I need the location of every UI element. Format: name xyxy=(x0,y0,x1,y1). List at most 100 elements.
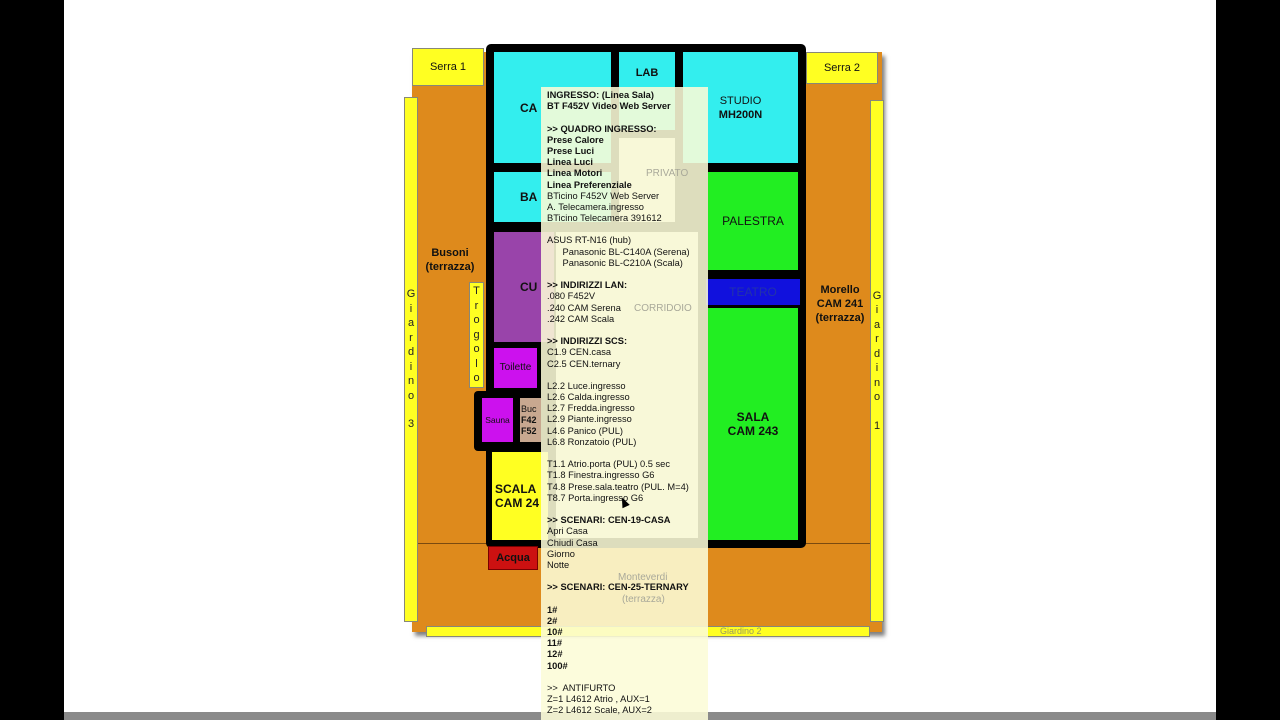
letter: o xyxy=(473,343,480,356)
tooltip-line: Chiudi Casa xyxy=(547,537,598,548)
tooltip-line: C2.5 CEN.ternary xyxy=(547,358,621,369)
tooltip-line: ASUS RT-N16 (hub) xyxy=(547,235,632,246)
label: (terrazza) xyxy=(425,261,475,273)
room-sauna[interactable]: Sauna xyxy=(482,398,513,442)
letter: d xyxy=(873,347,881,360)
tooltip-line: 100# xyxy=(547,660,568,671)
label: CAM 243 xyxy=(727,424,779,438)
serra-1[interactable]: Serra 1 xyxy=(412,48,484,86)
tooltip-line: T4.8 Prese.sala.teatro (PUL. M=4) xyxy=(547,481,689,492)
tooltip-line: >> INDIRIZZI LAN: xyxy=(547,280,628,291)
label: SALA xyxy=(736,410,770,424)
monteverdi-terrazza-label: (terrazza) xyxy=(622,594,665,605)
label: CAM 241 xyxy=(816,298,864,310)
busoni-terrazza[interactable]: Busoni (terrazza) xyxy=(418,245,482,275)
tooltip-line: Panasonic BL-C210A (Scala) xyxy=(547,257,683,268)
tooltip-line: Prese Calore xyxy=(547,134,604,145)
label: Busoni xyxy=(431,247,469,259)
label: CA xyxy=(520,100,538,115)
tooltip-line: T1.1 Atrio.porta (PUL) 0.5 sec xyxy=(547,459,670,470)
label: SCALA xyxy=(495,482,537,496)
letter: a xyxy=(407,317,415,330)
letter: l xyxy=(475,357,478,370)
tooltip-line: Linea Motori xyxy=(547,168,603,179)
label: Morello xyxy=(820,284,860,296)
tooltip-line xyxy=(547,325,708,336)
tooltip-line: L2.2 Luce.ingresso xyxy=(547,380,626,391)
tooltip-line: >> SCENARI: CEN-19-CASA xyxy=(547,515,671,526)
tooltip-line: L2.7 Fredda.ingresso xyxy=(547,403,635,414)
room-toilette[interactable]: Toilette xyxy=(494,348,537,388)
tooltip-line: Linea Luci xyxy=(547,157,593,168)
tooltip-line: .240 CAM Serena xyxy=(547,302,621,313)
tooltip-line: Giorno xyxy=(547,548,575,559)
letter: T xyxy=(473,285,480,298)
tooltip-line: L2.9 Piante.ingresso xyxy=(547,414,632,425)
letter: n xyxy=(407,375,415,388)
tooltip-line: T1.8 Finestra.ingresso G6 xyxy=(547,470,655,481)
room-palestra[interactable]: PALESTRA xyxy=(708,172,798,270)
tooltip-line xyxy=(547,224,708,235)
letter: i xyxy=(875,362,879,375)
label: BA xyxy=(520,190,538,204)
tooltip-line: T8.7 Porta.ingresso G6 xyxy=(547,492,644,503)
tooltip-line: INGRESSO: (Linea Sala) xyxy=(547,90,654,100)
label: STUDIO xyxy=(719,94,762,107)
label: CU xyxy=(520,280,538,294)
label: MH200N xyxy=(718,108,763,121)
letter: G xyxy=(872,289,882,302)
tooltip-line: L4.6 Panico (PUL) xyxy=(547,425,623,436)
tooltip-line xyxy=(547,672,708,683)
serra-2[interactable]: Serra 2 xyxy=(806,52,878,84)
tooltip-line: BT F452V Video Web Server xyxy=(547,101,671,112)
tooltip-line xyxy=(547,370,708,381)
label: Buc xyxy=(521,403,537,414)
giardino-2-label: Giardino 2 xyxy=(720,626,762,636)
tooltip-line: 2# xyxy=(547,615,558,626)
tooltip-line: >> SCENARI: CEN-25-TERNARY xyxy=(547,582,689,593)
letter: n xyxy=(873,376,881,389)
tooltip-line: 12# xyxy=(547,649,563,660)
letter: i xyxy=(875,304,879,317)
tooltip-line: >> INDIRIZZI SCS: xyxy=(547,336,628,347)
tooltip-line xyxy=(547,112,708,123)
tooltip-line: Panasonic BL-C140A (Serena) xyxy=(547,246,690,257)
letter: r xyxy=(474,299,479,312)
letter: r xyxy=(875,333,879,346)
tooltip-line: Linea Preferenziale xyxy=(547,179,632,190)
letter: r xyxy=(409,331,413,344)
privato-label: PRIVATO xyxy=(646,168,689,179)
tooltip-line: .242 CAM Scala xyxy=(547,313,615,324)
letter: d xyxy=(407,346,415,359)
tooltip-line: Apri Casa xyxy=(547,526,588,537)
tooltip-line: A. Telecamera.ingresso xyxy=(547,201,644,212)
tooltip-line: Prese Luci xyxy=(547,145,595,156)
letter: o xyxy=(473,314,480,327)
tooltip-line: BTicino F452V Web Server xyxy=(547,190,660,201)
letter: a xyxy=(873,318,881,331)
tooltip-line xyxy=(547,448,708,459)
letter: 1 xyxy=(873,419,881,432)
tooltip-line: >> ANTIFURTO xyxy=(547,682,616,693)
letter: i xyxy=(409,360,413,373)
room-acqua[interactable]: Acqua xyxy=(488,546,538,570)
tooltip-line: Z=2 L4612 Scale, AUX=2 xyxy=(547,705,652,716)
info-tooltip: INGRESSO: (Linea Sala)BT F452V Video Web… xyxy=(541,87,708,720)
label: (terrazza) xyxy=(815,312,865,324)
monteverdi-label: Monteverdi xyxy=(618,572,668,583)
tooltip-line: C1.9 CEN.casa xyxy=(547,347,612,358)
letter: o xyxy=(473,372,480,385)
label: CAM 24 xyxy=(495,496,540,510)
tooltip-line: BTicino Telecamera 391612 xyxy=(547,213,662,224)
tooltip-line: Notte xyxy=(547,559,570,570)
letter: 3 xyxy=(407,418,415,431)
label: F42 xyxy=(521,414,537,425)
room-teatro[interactable]: TEATRO xyxy=(706,279,800,305)
